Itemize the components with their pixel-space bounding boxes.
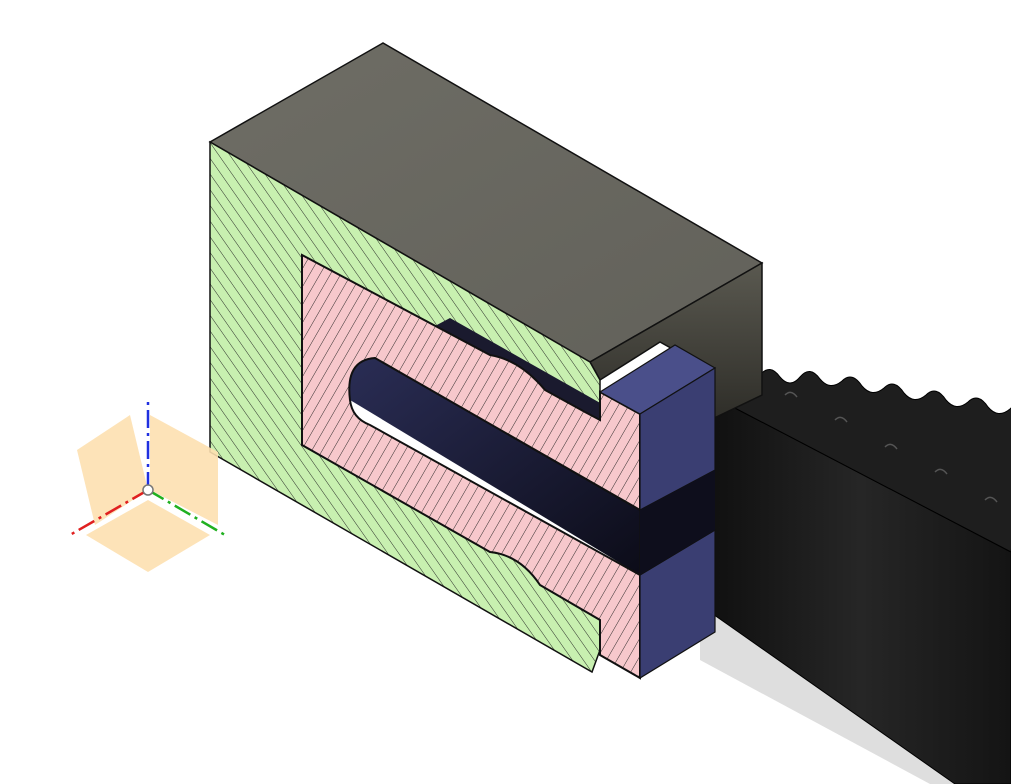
x-axis: [69, 488, 149, 537]
view-triad-icon[interactable]: [69, 400, 226, 572]
belt-clamp-insert[interactable]: [301, 253, 717, 680]
triad-origin-icon: [142, 484, 154, 496]
slot-cavity: [348, 358, 640, 575]
insert-section-face: [301, 253, 641, 680]
triad-plane-xy: [86, 500, 210, 572]
triad-plane-yz: [150, 415, 218, 525]
triad-plane-xz: [77, 415, 148, 525]
y-axis: [147, 488, 226, 537]
